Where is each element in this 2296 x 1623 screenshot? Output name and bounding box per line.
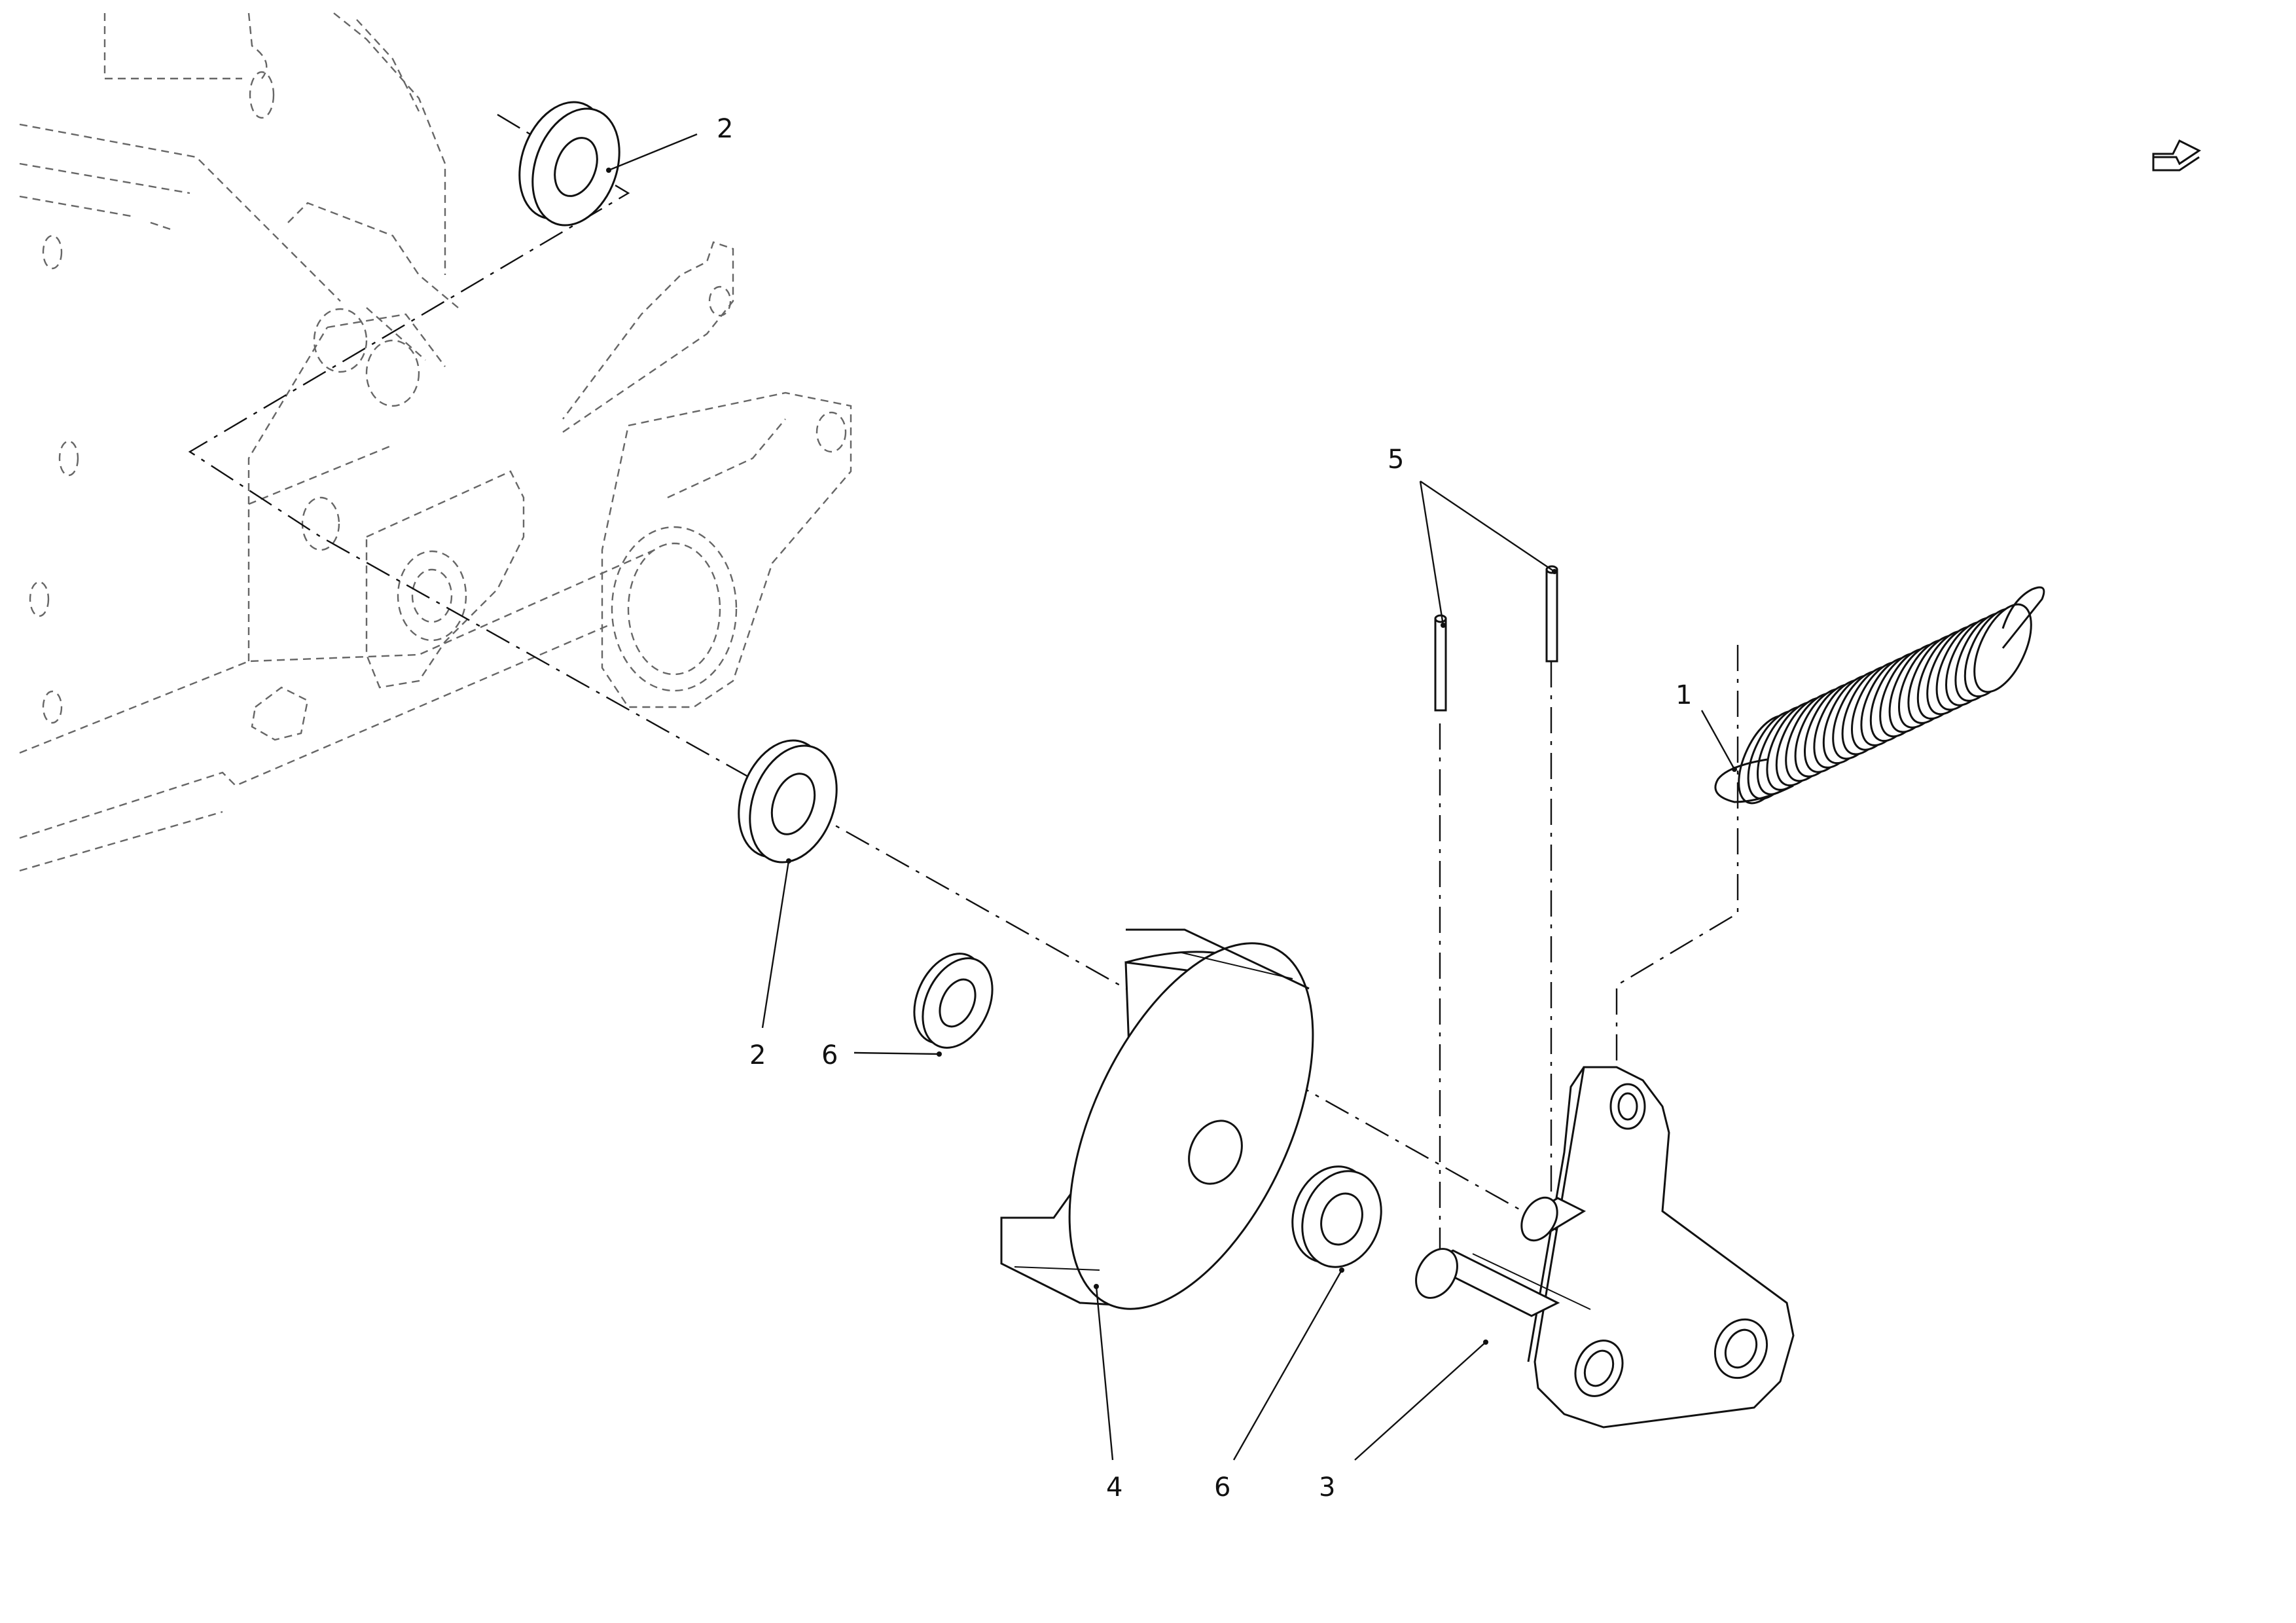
callout-6-left: 6 (821, 1040, 838, 1070)
roller-part-4 (1000, 928, 1314, 1310)
callout-4: 4 (1106, 1472, 1122, 1503)
alignment-centerlines (188, 113, 1739, 1257)
callout-3: 3 (1319, 1472, 1335, 1503)
callout-5: 5 (1388, 445, 1404, 475)
washer-part-2-middle (738, 739, 838, 864)
spring-hook-right (2001, 586, 2045, 649)
washer-part-6-bottom (1291, 1165, 1382, 1268)
callout-leaders (606, 133, 1737, 1461)
callout-6-bottom: 6 (1214, 1472, 1230, 1503)
callout-1: 1 (1676, 680, 1692, 710)
spring-hook-left (1714, 758, 1794, 803)
pin-part-5-right (1545, 565, 1558, 663)
washer-part-2-top (518, 101, 620, 227)
callout-2-mid: 2 (749, 1040, 766, 1070)
arm-part-3 (1415, 1066, 1795, 1429)
washer-part-6-left (913, 953, 994, 1049)
callout-2-top: 2 (717, 114, 733, 144)
direction-arrow-icon (2152, 139, 2201, 172)
spring-part-1 (1714, 586, 2045, 805)
callout-labels: 2 5 1 2 6 4 6 3 (717, 114, 1692, 1503)
ghost-frame-assembly (19, 12, 852, 872)
pin-part-5-left (1434, 614, 1447, 712)
